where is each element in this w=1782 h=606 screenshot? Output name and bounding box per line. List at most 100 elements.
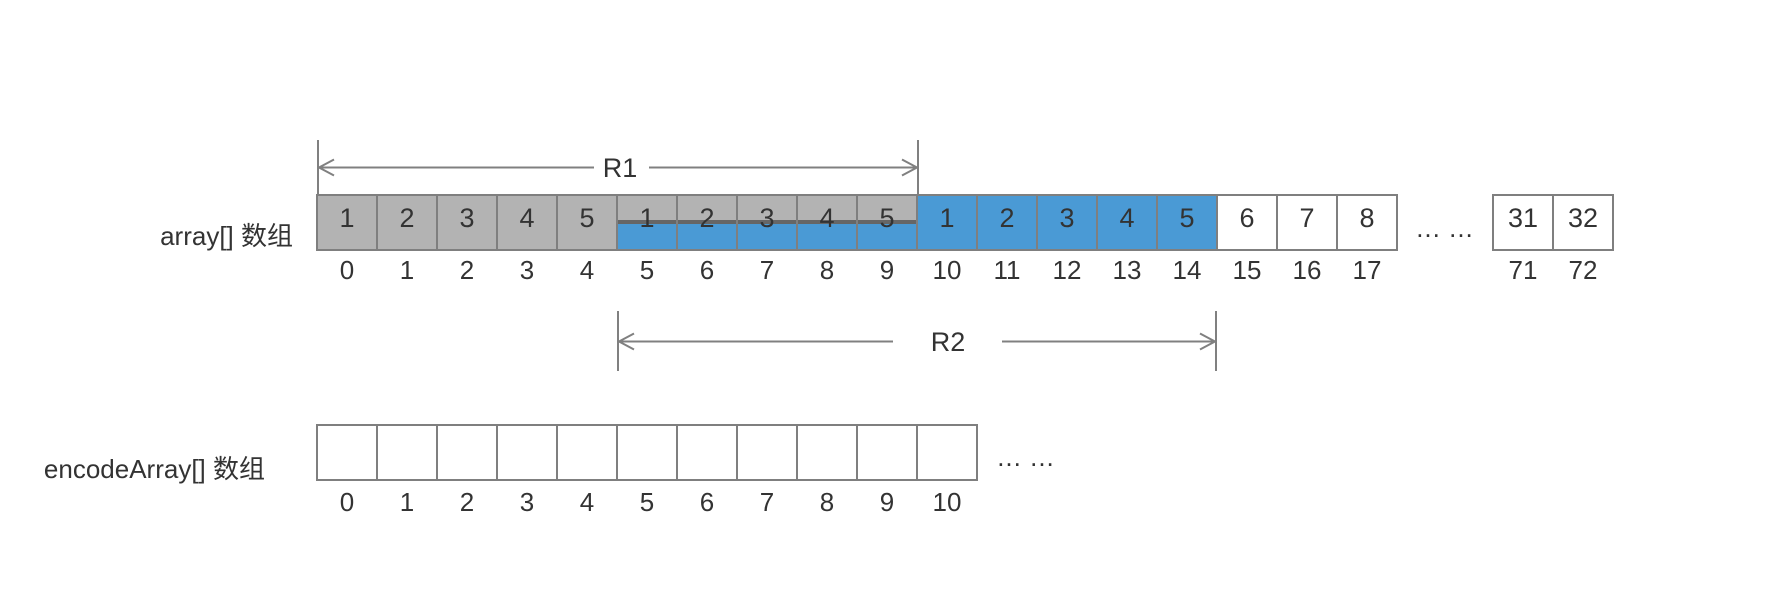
array-cell-0: 1 xyxy=(316,194,378,251)
index-label-1: 1 xyxy=(399,487,415,517)
array-cell-71: 31 xyxy=(1492,194,1554,251)
encode-array-cells xyxy=(316,424,978,481)
index-label-9: 9 xyxy=(879,255,895,285)
encode-array-ellipsis: ... ... xyxy=(997,442,1055,472)
array-cell-3 xyxy=(496,424,558,481)
index-label-6: 6 xyxy=(699,487,715,517)
cell-value: 32 xyxy=(1567,203,1599,233)
cell-value: 7 xyxy=(1299,203,1315,233)
main-array-cells: 1 2 3 4 5 1 2 3 4 5 1 2 3 4 5 6 7 8 xyxy=(316,194,1398,251)
array-cell-13: 4 xyxy=(1096,194,1158,251)
main-array-label: array[] 数组 xyxy=(160,221,293,251)
cell-value: 31 xyxy=(1507,203,1539,233)
cell-value: 5 xyxy=(579,203,595,233)
array-cell-14: 5 xyxy=(1156,194,1218,251)
index-label-7: 7 xyxy=(759,255,775,285)
index-label-2: 2 xyxy=(459,487,475,517)
array-cell-8: 4 xyxy=(796,194,858,251)
r1-left-arrowhead-icon xyxy=(316,158,335,177)
index-label-14: 14 xyxy=(1172,255,1202,285)
array-cell-10 xyxy=(916,424,978,481)
array-cell-3: 4 xyxy=(496,194,558,251)
cell-value: 8 xyxy=(1359,203,1375,233)
cell-value: 1 xyxy=(639,203,655,233)
cell-value: 2 xyxy=(399,203,415,233)
array-cell-17: 8 xyxy=(1336,194,1398,251)
r1-label: R1 xyxy=(603,153,638,183)
array-cell-12: 3 xyxy=(1036,194,1098,251)
array-cell-2 xyxy=(436,424,498,481)
array-cell-1: 2 xyxy=(376,194,438,251)
index-label-71: 71 xyxy=(1508,255,1538,285)
array-cell-7: 3 xyxy=(736,194,798,251)
index-label-72: 72 xyxy=(1568,255,1598,285)
array-cell-8 xyxy=(796,424,858,481)
cell-value: 1 xyxy=(339,203,355,233)
index-label-2: 2 xyxy=(459,255,475,285)
r1-right-arrowhead-icon xyxy=(901,158,920,177)
index-label-17: 17 xyxy=(1352,255,1382,285)
cell-value: 5 xyxy=(879,203,895,233)
array-cell-10: 1 xyxy=(916,194,978,251)
encode-array-label: encodeArray[] 数组 xyxy=(43,454,265,484)
array-cell-4: 5 xyxy=(556,194,618,251)
index-label-0: 0 xyxy=(339,255,355,285)
index-label-5: 5 xyxy=(639,255,655,285)
array-cell-6: 2 xyxy=(676,194,738,251)
index-label-8: 8 xyxy=(819,487,835,517)
range-r2: R2 xyxy=(616,311,1218,371)
index-label-9: 9 xyxy=(879,487,895,517)
r2-right-arrowhead-icon xyxy=(1199,332,1218,351)
index-label-10: 10 xyxy=(932,487,962,517)
array-cell-2: 3 xyxy=(436,194,498,251)
cell-value: 6 xyxy=(1239,203,1255,233)
array-cell-6 xyxy=(676,424,738,481)
main-array-tail-cells: 31 32 xyxy=(1492,194,1614,251)
array-cell-9: 5 xyxy=(856,194,918,251)
array-cell-7 xyxy=(736,424,798,481)
array-cell-1 xyxy=(376,424,438,481)
array-cell-11: 2 xyxy=(976,194,1038,251)
encode-array-indices: 0 1 2 3 4 5 6 7 8 9 10 xyxy=(316,487,978,517)
index-label-16: 16 xyxy=(1292,255,1322,285)
cell-value: 3 xyxy=(459,203,475,233)
index-label-4: 4 xyxy=(579,255,595,285)
array-cell-16: 7 xyxy=(1276,194,1338,251)
index-label-15: 15 xyxy=(1232,255,1262,285)
array-cell-9 xyxy=(856,424,918,481)
array-cell-5 xyxy=(616,424,678,481)
cell-value: 2 xyxy=(699,203,715,233)
index-label-1: 1 xyxy=(399,255,415,285)
index-label-11: 11 xyxy=(993,255,1021,285)
index-label-0: 0 xyxy=(339,487,355,517)
cell-value: 3 xyxy=(1059,203,1075,233)
r2-left-arrowhead-icon xyxy=(616,332,635,351)
cell-value: 3 xyxy=(759,203,775,233)
cell-value: 2 xyxy=(999,203,1015,233)
r2-label: R2 xyxy=(931,327,966,357)
range-r1: R1 xyxy=(316,140,920,196)
array-cell-0 xyxy=(316,424,378,481)
index-label-5: 5 xyxy=(639,487,655,517)
index-label-8: 8 xyxy=(819,255,835,285)
array-cell-15: 6 xyxy=(1216,194,1278,251)
index-label-3: 3 xyxy=(519,255,535,285)
cell-value: 1 xyxy=(939,203,955,233)
main-array-tail-indices: 71 72 xyxy=(1492,255,1614,285)
index-label-10: 10 xyxy=(932,255,962,285)
index-label-12: 12 xyxy=(1052,255,1082,285)
index-label-4: 4 xyxy=(579,487,595,517)
index-label-7: 7 xyxy=(759,487,775,517)
index-label-13: 13 xyxy=(1112,255,1142,285)
array-cell-4 xyxy=(556,424,618,481)
index-label-6: 6 xyxy=(699,255,715,285)
index-label-3: 3 xyxy=(519,487,535,517)
cell-value: 4 xyxy=(819,203,835,233)
array-cell-5: 1 xyxy=(616,194,678,251)
array-cell-72: 32 xyxy=(1552,194,1614,251)
cell-value: 4 xyxy=(519,203,535,233)
cell-value: 5 xyxy=(1179,203,1195,233)
cell-value: 4 xyxy=(1119,203,1135,233)
